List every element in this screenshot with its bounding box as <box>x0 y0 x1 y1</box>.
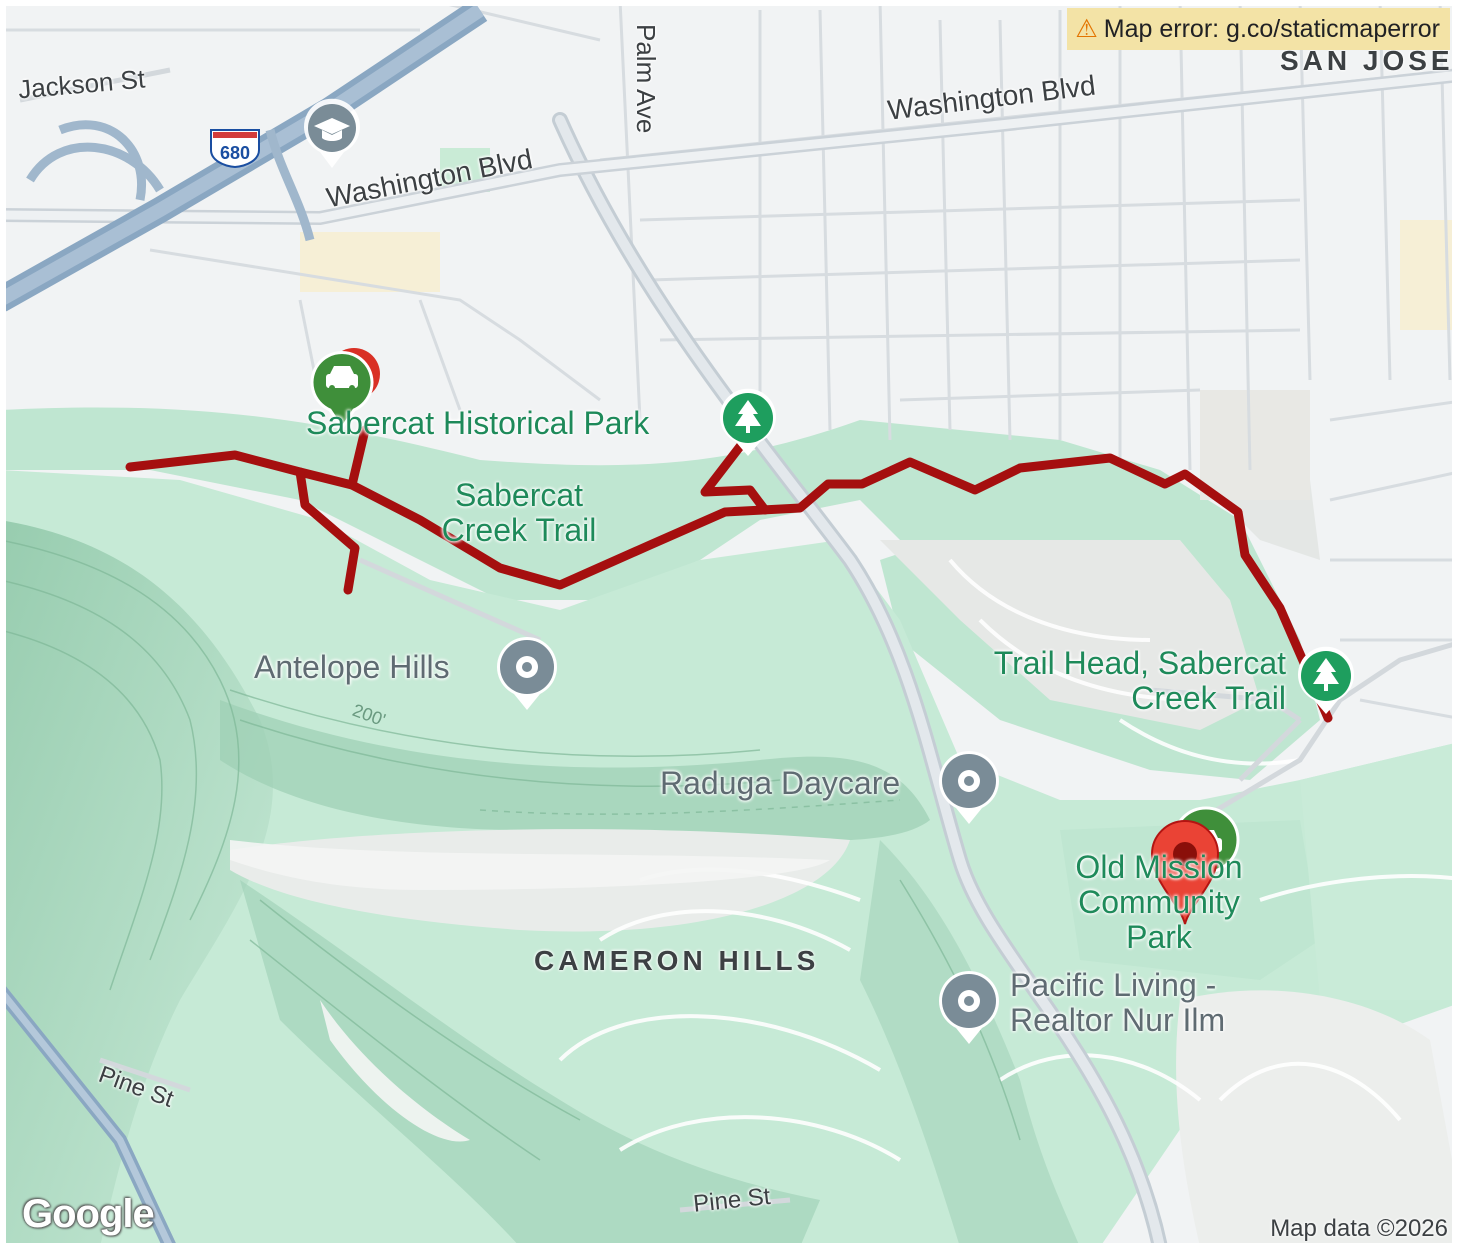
hill-shading <box>220 700 930 841</box>
freeway-south <box>0 987 174 1247</box>
poi-label-pacific-living: Pacific Living - Realtor Nur Ilm <box>1010 967 1226 1039</box>
park-label-sabercat-historical: Sabercat Historical Park <box>306 405 650 441</box>
residential-area <box>1176 990 1468 1247</box>
parking-car-icon[interactable] <box>308 344 390 431</box>
contour-lines <box>0 539 1021 1161</box>
gray-lot <box>1200 390 1310 500</box>
park-label-sabercat-creek: Sabercat Creek Trail <box>441 477 597 549</box>
place-icon[interactable] <box>936 968 1002 1046</box>
i680-shield: 680 <box>207 126 263 169</box>
mission-road <box>555 115 1165 1247</box>
park-area-west-hills <box>0 407 1320 780</box>
warning-icon: ⚠ <box>1075 15 1098 43</box>
poi-label-raduga: Raduga Daycare <box>660 765 901 801</box>
trail-route <box>125 425 1333 723</box>
map-error-text: Map error: g.co/staticmaperror <box>1103 15 1440 43</box>
shield-number: 680 <box>220 143 250 163</box>
park-label-old-mission: Old Mission Community Park <box>1075 849 1243 956</box>
school-lot <box>1400 220 1460 330</box>
map-error-banner[interactable]: ⚠Map error: g.co/staticmaperror <box>1067 8 1450 50</box>
park-area-east <box>1300 740 1468 1000</box>
area-label-san-jose: SAN JOSE <box>1280 45 1454 76</box>
location-marker-icon[interactable] <box>1148 818 1222 926</box>
school-icon[interactable] <box>300 96 364 170</box>
park-label-trail-head: Trail Head, Sabercat Creek Trail <box>993 645 1286 717</box>
tree-icon[interactable] <box>1296 646 1356 716</box>
google-logo: Google <box>22 1192 155 1236</box>
i680-ramp <box>26 120 315 242</box>
school-lot <box>300 232 440 292</box>
tree-icon[interactable] <box>718 388 778 458</box>
washington-blvd <box>0 70 1461 223</box>
hill-shading <box>860 840 1080 1247</box>
map-attribution: Map data ©2026 <box>1270 1215 1448 1242</box>
poi-label-antelope-hills: Antelope Hills <box>254 649 450 685</box>
curvy-streets <box>558 558 1468 1162</box>
place-icon[interactable] <box>494 634 560 712</box>
area-label-cameron-hills: CAMERON HILLS <box>534 945 820 976</box>
street-grid <box>0 0 1468 722</box>
hill-white-strips <box>230 840 830 1142</box>
road-label-palm: Palm Ave <box>631 24 661 134</box>
secondary-roads <box>19 67 1468 1213</box>
place-icon[interactable] <box>936 748 1002 826</box>
